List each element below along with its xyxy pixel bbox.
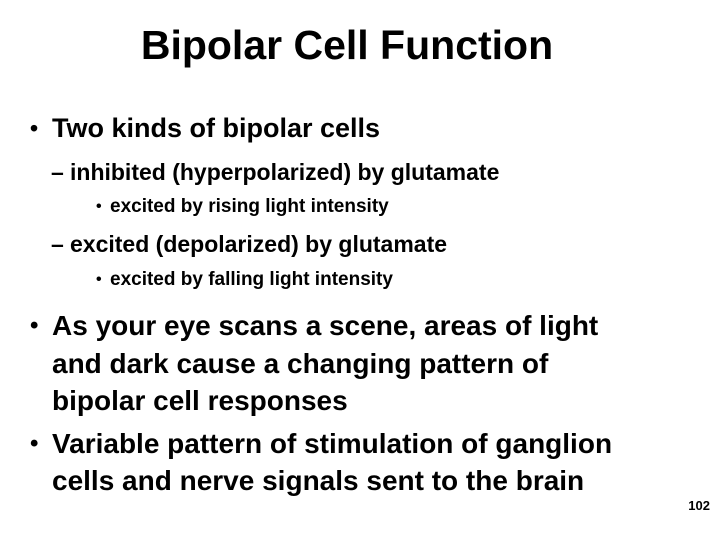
bullet-line: inhibited (hyperpolarized) by glutamate <box>70 159 500 185</box>
dash-icon: – <box>51 159 64 185</box>
sub-bullet-excited: – excited (depolarized) by glutamate <box>0 229 720 259</box>
sub-sub-bullet-falling: • excited by falling light intensity <box>0 267 720 293</box>
bullet-dot-icon: • <box>30 115 39 141</box>
bullet-text: excited (depolarized) by glutamate <box>70 229 720 259</box>
bullet-text: As your eye scans a scene, areas of ligh… <box>52 307 720 420</box>
bullet-dot-icon: • <box>96 198 102 215</box>
bullet-item-two-kinds: • Two kinds of bipolar cells <box>0 112 720 145</box>
sub-bullet-inhibited: – inhibited (hyperpolarized) by glutamat… <box>0 157 720 187</box>
bullet-dot-icon: • <box>30 312 39 339</box>
bullet-line: and dark cause a changing pattern of <box>52 347 549 379</box>
bullet-line: excited (depolarized) by glutamate <box>70 231 448 257</box>
bullet-item-variable-pattern: • Variable pattern of stimulation of gan… <box>0 425 720 500</box>
bullet-text: excited by falling light intensity <box>110 267 720 293</box>
bullet-line: bipolar cell responses <box>52 385 348 416</box>
bullet-line: excited by rising light intensity <box>110 196 389 217</box>
bullet-item-eye-scans: • As your eye scans a scene, areas of li… <box>0 307 720 420</box>
dash-icon: – <box>51 231 64 257</box>
bullet-line: cells and nerve signals sent to the brai… <box>52 465 585 496</box>
bullet-line: As your eye scans a scene, areas of ligh… <box>52 310 599 341</box>
bullet-text: Two kinds of bipolar cells <box>52 112 720 145</box>
bullet-text: excited by rising light intensity <box>110 194 720 220</box>
bullet-dot-icon: • <box>96 271 102 288</box>
bullet-text: inhibited (hyperpolarized) by glutamate <box>70 157 720 187</box>
bullet-line: Two kinds of bipolar cells <box>52 113 381 143</box>
bullet-dot-icon: • <box>30 429 39 457</box>
bullet-text: Variable pattern of stimulation of gangl… <box>52 425 720 500</box>
slide-page-number: 102 <box>688 498 710 513</box>
bullet-line: excited by falling light intensity <box>110 269 393 290</box>
bullet-line: Variable pattern of stimulation of gangl… <box>52 427 613 459</box>
sub-sub-bullet-rising: • excited by rising light intensity <box>0 194 720 220</box>
slide-title: Bipolar Cell Function <box>140 22 554 68</box>
